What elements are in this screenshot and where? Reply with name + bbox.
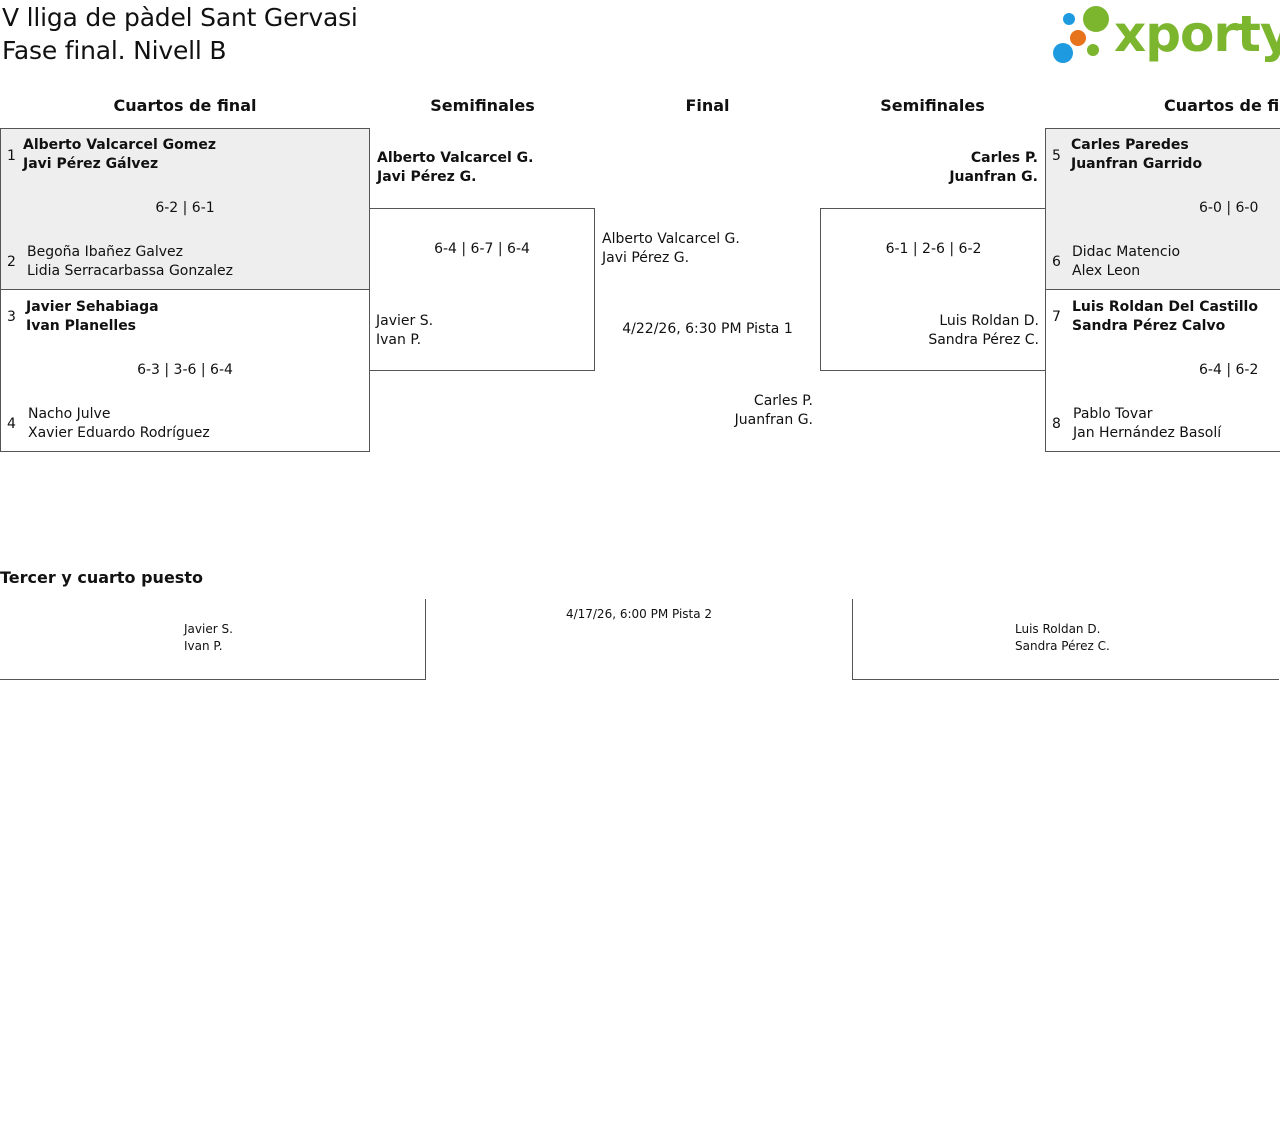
third-place-heading: Tercer y cuarto puesto (0, 568, 203, 587)
player-name: Carles P. (970, 150, 1038, 166)
seed-number: 8 (1052, 416, 1061, 432)
third-place-team-b-box: Luis Roldan D. Sandra Pérez C. (852, 599, 1279, 680)
third-place-team-b: Luis Roldan D. Sandra Pérez C. (1015, 621, 1110, 655)
qf-match-3: 5 Carles Paredes Juanfran Garrido 6-0 | … (1045, 128, 1280, 290)
match-score: 6-1 | 2-6 | 6-2 (885, 241, 982, 257)
match-score: 6-4 | 6-7 | 6-4 (434, 241, 530, 257)
team-winner: Carles Paredes Juanfran Garrido (1071, 136, 1202, 174)
tournament-title: V lliga de pàdel Sant Gervasi (2, 3, 358, 32)
final-team-a: Alberto Valcarcel G. Javi Pérez G. (602, 230, 740, 268)
player-name: Javi Pérez G. (602, 250, 690, 266)
team-loser: Pablo Tovar Jan Hernández Basolí (1073, 405, 1221, 443)
third-place-schedule: 4/17/26, 6:00 PM Pista 2 (565, 607, 713, 621)
col-head-qf-left: Cuartos de final (113, 96, 257, 115)
player-name: Juanfran Garrido (1071, 156, 1203, 172)
seed-number: 1 (7, 148, 16, 164)
final-schedule: 4/22/26, 6:30 PM Pista 1 (622, 321, 793, 337)
player-name: Javier Sehabiaga (26, 299, 159, 315)
player-name: Javier S. (184, 622, 233, 636)
col-head-sf-right: Semifinales (880, 96, 985, 115)
seed-number: 4 (7, 416, 16, 432)
col-head-qf-right: Cuartos de fin (1164, 96, 1280, 115)
team-winner: Luis Roldan Del Castillo Sandra Pérez Ca… (1072, 298, 1258, 336)
player-name: Lidia Serracarbassa Gonzalez (27, 263, 234, 279)
player-name: Juanfran G. (949, 169, 1038, 185)
sf-match-left: 6-4 | 6-7 | 6-4 Javier S. Ivan P. (370, 208, 595, 371)
player-name: Luis Roldan Del Castillo (1072, 299, 1258, 315)
seed-number: 2 (7, 254, 16, 270)
player-name: Xavier Eduardo Rodríguez (28, 425, 210, 441)
team-winner: Javier Sehabiaga Ivan Planelles (26, 298, 159, 336)
player-name: Ivan P. (376, 332, 422, 348)
col-head-final: Final (685, 96, 730, 115)
player-name: Carles P. (753, 393, 813, 409)
team-loser: Begoña Ibañez Galvez Lidia Serracarbassa… (27, 243, 233, 281)
phase-subtitle: Fase final. Nivell B (2, 36, 227, 65)
player-name: Didac Matencio (1072, 244, 1181, 260)
team-loser: Didac Matencio Alex Leon (1072, 243, 1180, 281)
player-name: Luis Roldan D. (1015, 622, 1101, 636)
player-name: Nacho Julve (28, 406, 111, 422)
team-winner: Alberto Valcarcel Gomez Javi Pérez Gálve… (23, 136, 216, 174)
player-name: Sandra Pérez C. (1015, 639, 1110, 653)
player-name: Pablo Tovar (1073, 406, 1153, 422)
logo-wordmark: xporty (1114, 5, 1280, 63)
qf-match-1: 1 Alberto Valcarcel Gomez Javi Pérez Gál… (0, 128, 370, 290)
player-name: Ivan P. (184, 639, 223, 653)
player-name: Ivan Planelles (26, 318, 137, 334)
player-name: Sandra Pérez C. (928, 332, 1039, 348)
match-score: 6-4 | 6-2 (1199, 362, 1259, 378)
player-name: Carles Paredes (1071, 137, 1189, 153)
player-name: Alex Leon (1072, 263, 1141, 279)
player-name: Javi Pérez G. (377, 169, 477, 185)
sf-right-winner: Carles P. Juanfran G. (949, 149, 1038, 187)
third-place-team-a: Javier S. Ivan P. (184, 621, 233, 655)
final-team-b: Carles P. Juanfran G. (735, 392, 813, 430)
player-name: Javi Pérez Gálvez (23, 156, 159, 172)
sf-right-loser: Luis Roldan D. Sandra Pérez C. (928, 312, 1039, 350)
player-name: Luis Roldan D. (939, 313, 1039, 329)
seed-number: 6 (1052, 254, 1061, 270)
logo-dots-icon (1053, 6, 1109, 63)
player-name: Alberto Valcarcel G. (377, 150, 534, 166)
player-name: Sandra Pérez Calvo (1072, 318, 1226, 334)
seed-number: 7 (1052, 309, 1061, 325)
qf-match-2: 3 Javier Sehabiaga Ivan Planelles 6-3 | … (0, 289, 370, 452)
seed-number: 5 (1052, 148, 1061, 164)
sf-left-winner: Alberto Valcarcel G. Javi Pérez G. (377, 149, 533, 187)
match-score: 6-0 | 6-0 (1199, 200, 1259, 216)
qf-match-4: 7 Luis Roldan Del Castillo Sandra Pérez … (1045, 289, 1280, 452)
sf-match-right: 6-1 | 2-6 | 6-2 Luis Roldan D. Sandra Pé… (820, 208, 1046, 371)
player-name: Juanfran G. (734, 412, 813, 428)
seed-number: 3 (7, 309, 16, 325)
match-score: 6-2 | 6-1 (155, 200, 215, 216)
player-name: Begoña Ibañez Galvez (27, 244, 184, 260)
sf-left-loser: Javier S. Ivan P. (376, 312, 433, 350)
team-loser: Nacho Julve Xavier Eduardo Rodríguez (28, 405, 210, 443)
third-place-team-a-box: Javier S. Ivan P. (0, 599, 426, 680)
player-name: Jan Hernández Basolí (1073, 425, 1222, 441)
player-name: Javier S. (376, 313, 434, 329)
player-name: Alberto Valcarcel G. (602, 231, 740, 247)
xporty-logo: xporty (1050, 2, 1280, 68)
match-score: 6-3 | 3-6 | 6-4 (137, 362, 233, 378)
col-head-sf-left: Semifinales (430, 96, 535, 115)
player-name: Alberto Valcarcel Gomez (23, 137, 217, 153)
